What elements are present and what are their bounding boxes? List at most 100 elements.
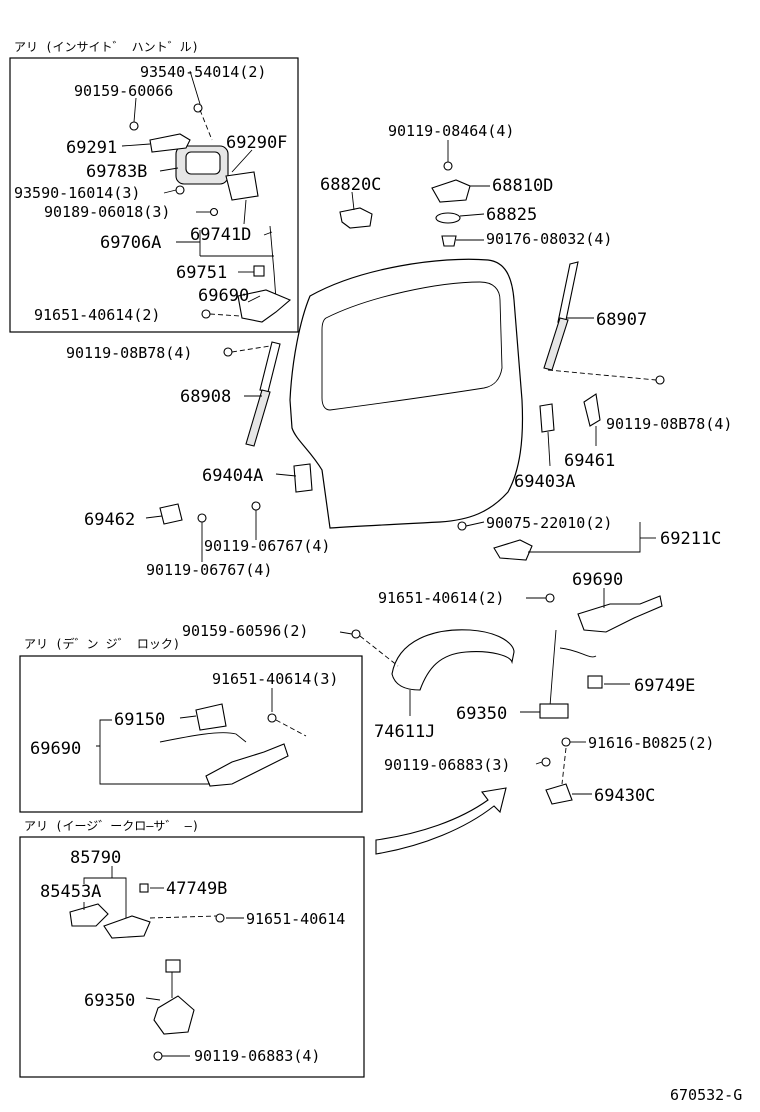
leader-69404a bbox=[275, 473, 297, 477]
label-93540-54014: 93540-54014(2) bbox=[140, 63, 266, 81]
striker-69403a bbox=[539, 403, 555, 433]
leader-69690-top bbox=[247, 295, 261, 303]
leader-90119-06883-3 bbox=[535, 761, 543, 765]
bolt-90119-08464 bbox=[443, 161, 453, 171]
leader-90159-60066 bbox=[133, 97, 137, 123]
lock-69690-mid bbox=[577, 595, 663, 633]
label-91616-b0825: 91616-B0825(2) bbox=[588, 734, 714, 752]
lock-69690-top bbox=[237, 289, 292, 323]
label-91651-40614-top: 91651-40614(2) bbox=[34, 306, 160, 324]
stay-68907 bbox=[557, 261, 579, 323]
label-68820c: 68820C bbox=[320, 175, 381, 195]
bolt-90119-06883-3 bbox=[541, 757, 551, 767]
leader-69291 bbox=[121, 143, 151, 147]
easy-closer-header: アリ (イージ゛ークロ―サ゛ ―) bbox=[24, 819, 199, 833]
leader-69350-closer bbox=[145, 997, 161, 1001]
label-68825: 68825 bbox=[486, 205, 537, 225]
striker-69461 bbox=[583, 393, 601, 427]
cable-69741d bbox=[243, 199, 277, 301]
striker-69404a bbox=[293, 463, 313, 493]
assembly-line-g bbox=[275, 719, 307, 737]
screw-90075-22010 bbox=[457, 521, 467, 531]
easy-closer-parts bbox=[69, 883, 225, 1061]
stay-68908-body bbox=[245, 389, 271, 447]
label-91651-40614-3: 91651-40614(3) bbox=[212, 670, 338, 688]
label-90119-06767-a: 90119-06767(4) bbox=[204, 537, 330, 555]
back-door-panel bbox=[289, 258, 524, 529]
pull-handle-74611j bbox=[391, 629, 515, 691]
stay-68907-body bbox=[543, 317, 569, 371]
label-90119-08b78-left: 90119-08B78(4) bbox=[66, 344, 192, 362]
leader-90159-60596 bbox=[339, 631, 353, 635]
hinge-68810d bbox=[431, 179, 471, 203]
label-69290f: 69290F bbox=[226, 133, 287, 153]
label-90159-60596: 90159-60596(2) bbox=[182, 622, 308, 640]
motor-69350-mid bbox=[539, 703, 569, 719]
handle-cover-69291 bbox=[149, 133, 191, 153]
label-90119-08b78-right: 90119-08B78(4) bbox=[606, 415, 732, 433]
assembly-line-d bbox=[547, 369, 657, 381]
bolt-90119-08b78-right bbox=[655, 375, 665, 385]
bracket-69211c bbox=[493, 539, 533, 561]
label-74611j: 74611J bbox=[374, 722, 435, 742]
label-69749e: 69749E bbox=[634, 676, 695, 696]
inside-handle-section: アリ (インサイト゛ ハント゛ル) bbox=[9, 40, 299, 333]
dead-lock-section: アリ (デ゛ン ジ゛ ロック) bbox=[19, 636, 363, 813]
label-85453a: 85453A bbox=[40, 882, 101, 902]
bracket-69430c bbox=[545, 783, 573, 805]
leader-68825 bbox=[459, 213, 485, 217]
bolt-90119-08b78-left bbox=[223, 347, 233, 357]
assembly-line-e bbox=[359, 635, 399, 667]
leader-90075 bbox=[465, 521, 485, 527]
screw-91651-40614-top bbox=[201, 309, 211, 319]
figure-code: 670532-G bbox=[670, 1086, 742, 1104]
label-68810d: 68810D bbox=[492, 176, 553, 196]
screw-90159-60596 bbox=[351, 629, 361, 639]
switch-69749e bbox=[587, 675, 603, 689]
label-91651-40614-closer: 91651-40614 bbox=[246, 910, 345, 928]
leader-lines bbox=[83, 70, 656, 1057]
handle-lever-69290f bbox=[185, 151, 221, 175]
label-93590-16014: 93590-16014(3) bbox=[14, 184, 140, 202]
label-69690-mid: 69690 bbox=[572, 570, 623, 590]
label-90176-08032: 90176-08032(4) bbox=[486, 230, 612, 248]
harness-69350 bbox=[549, 629, 597, 707]
nut-90189-06018 bbox=[209, 207, 219, 217]
label-85790: 85790 bbox=[70, 848, 121, 868]
leader-69462 bbox=[145, 515, 163, 519]
label-47749b: 47749B bbox=[166, 879, 227, 899]
dead-lock-wire bbox=[159, 732, 247, 743]
cushion-47749b bbox=[139, 883, 149, 893]
label-69350-mid: 69350 bbox=[456, 704, 507, 724]
dead-lock-parts bbox=[159, 703, 307, 787]
label-69690-top: 69690 bbox=[198, 286, 249, 306]
label-90189-06018: 90189-06018(3) bbox=[44, 203, 170, 221]
label-90075-22010: 90075-22010(2) bbox=[486, 514, 612, 532]
lock-parts bbox=[351, 521, 663, 805]
label-90119-06883-4: 90119-06883(4) bbox=[194, 1047, 320, 1065]
label-69404a: 69404A bbox=[202, 466, 263, 486]
label-69462: 69462 bbox=[84, 510, 135, 530]
label-90159-60066: 90159-60066 bbox=[74, 82, 173, 100]
label-69150: 69150 bbox=[114, 710, 165, 730]
view-arrow bbox=[375, 787, 507, 855]
bumper-69462 bbox=[159, 503, 183, 525]
label-69461: 69461 bbox=[564, 451, 615, 471]
actuator-69150 bbox=[195, 703, 227, 731]
leader-69211c bbox=[528, 522, 641, 553]
hinge-parts bbox=[339, 161, 471, 247]
leader-69783b bbox=[159, 167, 179, 172]
inside-handle-header: アリ (インサイト゛ ハント゛ル) bbox=[14, 40, 199, 54]
leader-69690-dead bbox=[96, 719, 210, 785]
cap-90176-08032 bbox=[441, 235, 457, 247]
label-90119-08464: 90119-08464(4) bbox=[388, 122, 514, 140]
inside-handle-box bbox=[9, 57, 299, 333]
screw-91651-40614-mid bbox=[545, 593, 555, 603]
assembly-line-c bbox=[231, 345, 271, 353]
bolt-90119-06767-a bbox=[251, 501, 261, 511]
screw-93590-16014 bbox=[175, 185, 185, 195]
closer-connector bbox=[165, 959, 181, 973]
label-69751: 69751 bbox=[176, 263, 227, 283]
bolt-90119-06767-b bbox=[197, 513, 207, 523]
